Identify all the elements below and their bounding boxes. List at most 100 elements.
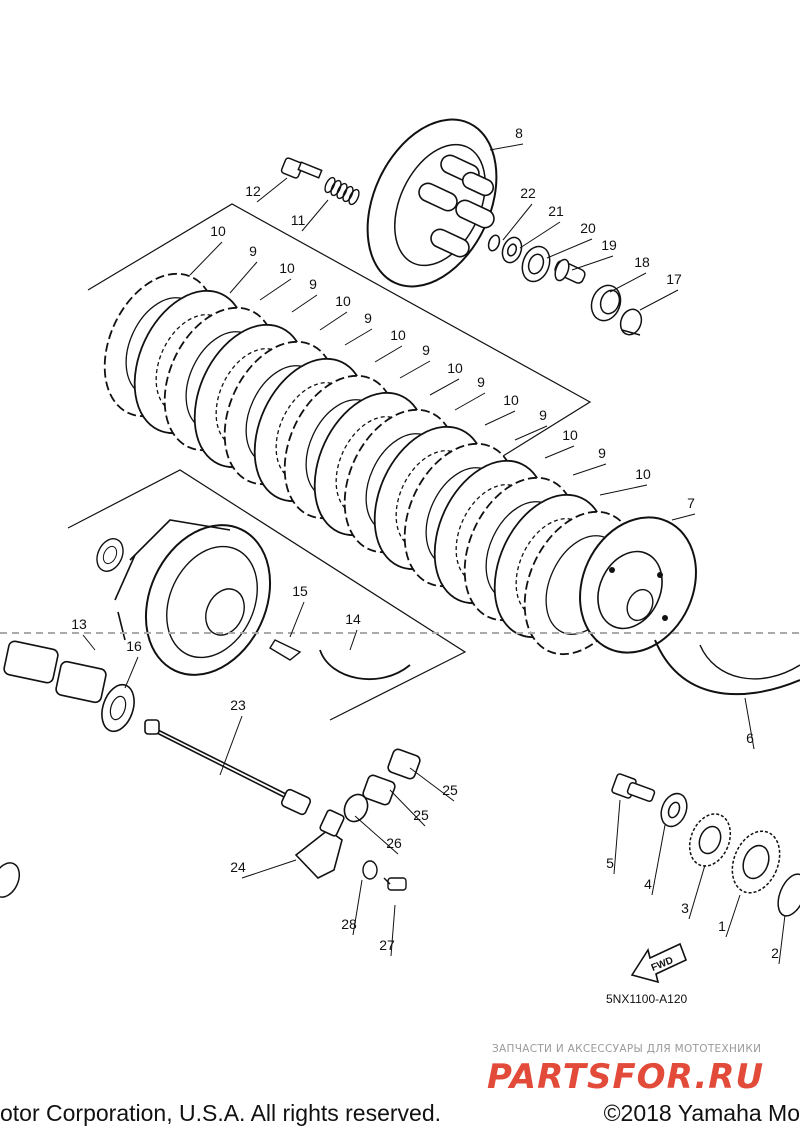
nut-5 [611, 773, 656, 802]
callout-plate-9: 9 [249, 243, 257, 259]
leader-line [390, 904, 396, 957]
partial-bearing-left [0, 862, 21, 898]
leader-line [546, 238, 593, 259]
callout-nut-5: 5 [606, 855, 614, 871]
leader-line [399, 360, 431, 379]
callout-gear-1: 1 [718, 918, 726, 934]
callout-plate-10: 10 [210, 223, 226, 239]
cushion-ring [269, 639, 302, 661]
callout-plate-9: 9 [364, 310, 372, 326]
leader-line [489, 143, 524, 151]
callout-oil-seal: 26 [386, 835, 402, 851]
push-rod-end [554, 258, 586, 284]
seat-plate [319, 649, 411, 681]
small-splined-washer [96, 538, 124, 572]
bearing-25b [362, 774, 396, 806]
callout-gear-3: 3 [681, 900, 689, 916]
bolt [280, 157, 323, 179]
watermark-tagline: ЗАПЧАСТИ И АКСЕССУАРЫ ДЛЯ МОТОТЕХНИКИ [492, 1043, 762, 1055]
collar-13 [3, 640, 107, 704]
leader-line [599, 484, 648, 496]
watermark-logo: PARTSFOR.RU [487, 1057, 764, 1095]
leader-line [725, 894, 741, 938]
callout-labels: 1091091091091091091091081211222120191817… [71, 125, 779, 961]
callout-bearing-25a: 25 [442, 782, 458, 798]
lock-washer [619, 308, 643, 336]
callout-plate-9: 9 [539, 407, 547, 423]
callout-push-rod: 23 [230, 697, 246, 713]
callout-pressure-plate: 8 [515, 125, 523, 141]
leader-line [671, 513, 696, 521]
primary-driven-gear [654, 639, 800, 696]
callout-nut: 18 [634, 254, 650, 270]
leader-line [454, 392, 486, 411]
leader-line [219, 715, 243, 776]
callout-washer-28: 28 [341, 916, 357, 932]
leader-line [571, 255, 614, 271]
leader-line [389, 789, 426, 827]
copyright-right: ©2018 Yamaha Mo [603, 1100, 800, 1126]
callout-plate-9: 9 [598, 445, 606, 461]
diagram-code: 5NX1100-A120 [606, 992, 687, 1006]
plate-group-outline [87, 203, 592, 493]
callout-plate-10: 10 [503, 392, 519, 408]
callout-washer-2: 2 [771, 945, 779, 961]
callout-leaders [82, 143, 786, 965]
nut [590, 284, 622, 322]
leader-line [259, 278, 292, 301]
callout-thrust-plate: 16 [126, 638, 142, 654]
washer-4 [660, 792, 688, 828]
clutch-boss [579, 516, 697, 654]
callout-plate-10: 10 [335, 293, 351, 309]
leader-line [301, 199, 329, 232]
leader-line [544, 445, 575, 459]
leader-line [354, 815, 399, 855]
forward-direction-arrow: FWD [630, 942, 688, 984]
leader-line [256, 177, 288, 203]
watermark-logo-text: PARTSFOR.RU [487, 1057, 764, 1095]
callout-plate-9: 9 [477, 374, 485, 390]
housing-group-outline [67, 469, 467, 721]
callout-washer: 21 [548, 203, 564, 219]
leader-line [124, 656, 139, 689]
leader-line [289, 601, 305, 638]
leader-line [409, 767, 455, 802]
leader-line [651, 824, 666, 896]
callout-plate-10: 10 [390, 327, 406, 343]
copyright-left: otor Corporation, U.S.A. All rights rese… [0, 1100, 442, 1126]
clutch-housing [114, 519, 272, 676]
callout-circlip: 22 [520, 185, 536, 201]
leader-line [744, 697, 755, 750]
callout-washer-4: 4 [644, 876, 652, 892]
leader-line [502, 203, 533, 241]
callout-plate-10: 10 [447, 360, 463, 376]
callout-cushion-ring: 15 [292, 583, 308, 599]
bearing-25a [387, 748, 421, 780]
clutch-plate-stack [103, 272, 637, 656]
leader-line [229, 261, 258, 294]
oil-seal [343, 793, 369, 823]
pressure-plate [366, 118, 498, 288]
callout-screw-27: 27 [379, 937, 395, 953]
leader-line [519, 221, 561, 249]
leader-line [352, 879, 363, 936]
circlip [487, 234, 501, 252]
gear-1 [731, 830, 781, 894]
leader-line [613, 799, 621, 875]
leader-line [639, 289, 679, 311]
leader-line [344, 328, 373, 346]
gear-3 [688, 813, 732, 867]
callout-lock-washer: 17 [666, 271, 682, 287]
washer-28 [362, 860, 378, 880]
scan-artifact-band [0, 632, 800, 636]
leader-line [349, 629, 358, 651]
leader-line [609, 272, 647, 293]
washer-2 [777, 873, 800, 917]
thrust-plate [101, 683, 135, 733]
callout-clutch-boss: 7 [687, 495, 695, 511]
callout-primary-driven-gear: 6 [746, 730, 754, 746]
callout-plate-9: 9 [309, 276, 317, 292]
push-lever [294, 809, 345, 879]
